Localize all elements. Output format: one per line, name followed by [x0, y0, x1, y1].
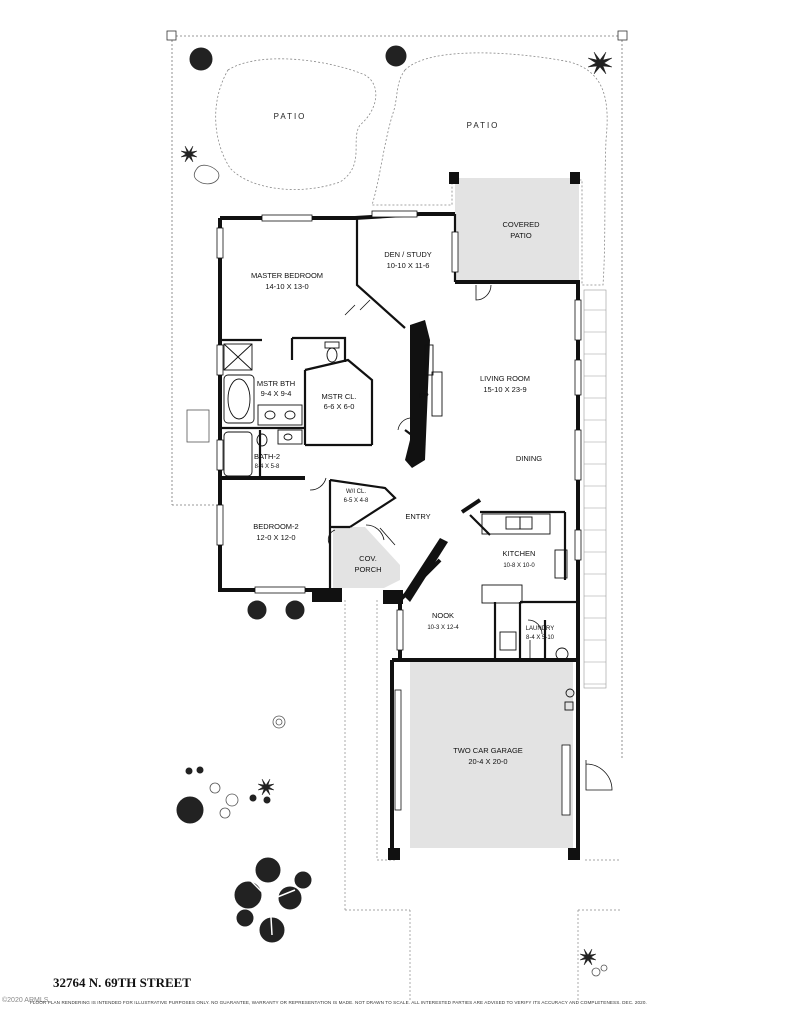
covered-patio-label-2: PATIO: [510, 231, 532, 240]
garage-name: TWO CAR GARAGE: [453, 746, 523, 755]
disclaimer-text: FLOOR PLAN RENDERING IS INTENDED FOR ILL…: [30, 1000, 647, 1005]
den-study-size: 10-10 X 11-6: [387, 261, 430, 270]
kitchen-name: KITCHEN: [503, 549, 536, 558]
patio-left-label: PATIO: [274, 112, 307, 121]
mstr-bth-size: 9-4 X 9-4: [261, 389, 292, 398]
kitchen-size: 10-8 X 10-0: [503, 563, 535, 569]
tree-icon: [234, 857, 312, 943]
door-swings: [309, 284, 613, 791]
mstr-bth-name: MSTR BTH: [257, 379, 295, 388]
mstr-cl-name: MSTR CL.: [321, 392, 356, 401]
landscaping: [176, 45, 613, 977]
covered-patio-label-1: COVERED: [502, 220, 540, 229]
patio-slab: [186, 409, 210, 443]
laundry-size: 8-4 X 5-10: [526, 635, 555, 641]
garage-size: 20-4 X 20-0: [468, 757, 507, 766]
property-boundary: [171, 35, 623, 760]
bath-2-size: 8-4 X 5-8: [255, 464, 280, 470]
bedroom-2-name: BEDROOM-2: [253, 522, 298, 531]
wi-cl-size: 6-5 X 4-8: [344, 498, 369, 504]
side-paving: [583, 289, 607, 689]
master-bedroom-size: 14-10 X 13-0: [265, 282, 308, 291]
fixtures: [223, 341, 575, 711]
fireplace-label: FP: [419, 391, 429, 400]
copyright-watermark: ©2020 ARMLS: [2, 997, 49, 1004]
paving-joints: [584, 309, 606, 685]
living-room-name: LIVING ROOM: [480, 374, 530, 383]
cov-porch-label-2: PORCH: [354, 565, 381, 574]
property-address: 32764 N. 69TH STREET: [53, 975, 191, 990]
palm-icon: [587, 51, 613, 75]
room-labels: PATIO PATIO COVERED PATIO MASTER BEDROOM…: [251, 112, 555, 766]
covered-areas: [333, 178, 579, 848]
shrub-icon: [249, 794, 257, 802]
entry-label: ENTRY: [405, 512, 430, 521]
patio-right-label: PATIO: [467, 121, 500, 130]
laundry-name: LAUNDRY: [526, 626, 555, 632]
shrub-icon: [385, 45, 407, 67]
shrub-icon: [176, 796, 204, 824]
boulder-icons: [193, 164, 608, 977]
cov-porch-label-1: COV.: [359, 554, 377, 563]
den-study-name: DEN / STUDY: [384, 250, 432, 259]
shrub-icon: [285, 600, 305, 620]
shrub-icon: [247, 600, 267, 620]
bedroom-2-size: 12-0 X 12-0: [256, 533, 295, 542]
driveway-lines: [344, 600, 620, 1000]
palm-icon: [257, 778, 275, 796]
master-bedroom-name: MASTER BEDROOM: [251, 271, 323, 280]
living-room-size: 15-10 X 23-9: [483, 385, 526, 394]
shrub-icon: [263, 796, 271, 804]
dining-label: DINING: [516, 454, 542, 463]
windows: [216, 210, 582, 816]
wi-cl-name: W/I CL.: [346, 489, 366, 495]
structural-columns: [312, 172, 580, 860]
shrub-icon: [189, 47, 213, 71]
patio-outlines: [215, 52, 608, 286]
palm-icon: [180, 145, 198, 163]
shrub-icon: [185, 767, 193, 775]
mstr-cl-size: 6-6 X 6-0: [324, 402, 355, 411]
boundary-corner-posts: [166, 30, 628, 41]
palm-icon: [579, 948, 597, 966]
bath-2-name: BATH-2: [254, 452, 280, 461]
nook-size: 10-3 X 12-4: [427, 625, 459, 631]
shrub-icon: [196, 766, 204, 774]
nook-name: NOOK: [432, 611, 454, 620]
